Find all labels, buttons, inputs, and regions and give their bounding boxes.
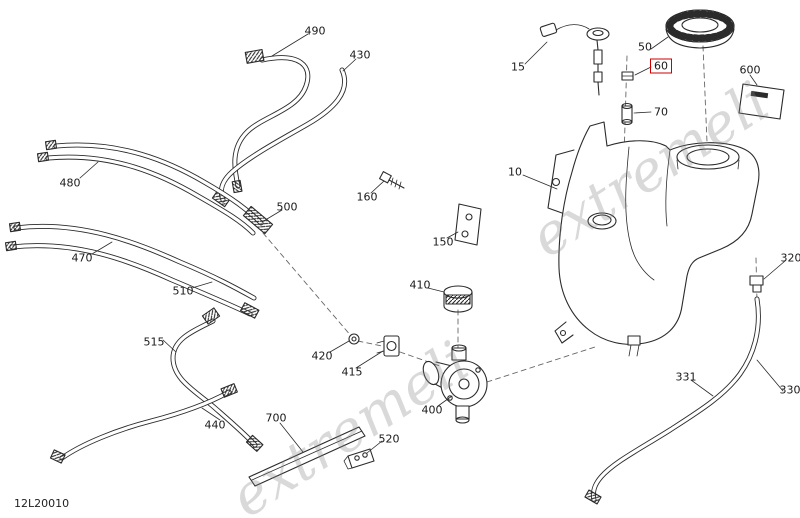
callout-400[interactable]: 400 (421, 403, 443, 417)
oil-pump-400 (422, 344, 488, 424)
callout-70[interactable]: 70 (654, 105, 668, 119)
hose-430 (211, 67, 348, 208)
callout-490[interactable]: 490 (304, 24, 326, 38)
callout-10[interactable]: 10 (508, 165, 522, 179)
nut-60 (621, 71, 634, 81)
strip-700 (248, 426, 366, 487)
hose-440 (49, 383, 238, 464)
diagram-code: 12L20010 (14, 497, 70, 510)
hose-330 (584, 296, 761, 505)
tank-small-cap (587, 212, 617, 230)
hose-470 (4, 221, 260, 319)
callout-330[interactable]: 330 (779, 383, 800, 397)
callout-160[interactable]: 160 (356, 190, 378, 204)
callout-480[interactable]: 480 (59, 176, 81, 190)
hose-515 (170, 307, 264, 452)
callout-500[interactable]: 500 (276, 200, 298, 214)
callout-420[interactable]: 420 (311, 349, 333, 363)
callout-331[interactable]: 331 (675, 370, 697, 384)
connector-500 (242, 205, 274, 235)
callout-15[interactable]: 15 (511, 60, 525, 74)
bracket-150 (454, 203, 482, 246)
callout-50[interactable]: 50 (638, 40, 652, 54)
grommet-420 (348, 333, 360, 345)
hose-480 (36, 139, 274, 236)
fitting-320 (749, 275, 764, 293)
hose-490 (231, 48, 311, 194)
callout-430[interactable]: 430 (349, 48, 371, 62)
bracket-520 (343, 448, 375, 470)
filler-cap-50 (665, 9, 735, 49)
fitting-70 (621, 102, 633, 126)
bolt-160 (379, 171, 405, 190)
decal-600 (738, 83, 785, 120)
callout-700[interactable]: 700 (265, 411, 287, 425)
callout-60[interactable]: 60 (650, 58, 672, 74)
leader-lines (79, 33, 786, 454)
oil-tank-10 (547, 121, 760, 357)
callout-440[interactable]: 440 (204, 418, 226, 432)
callout-415[interactable]: 415 (341, 365, 363, 379)
dipstick-15 (539, 22, 610, 96)
filler-neck (676, 144, 740, 170)
callout-150[interactable]: 150 (432, 235, 454, 249)
callout-600[interactable]: 600 (739, 63, 761, 77)
callout-470[interactable]: 470 (71, 251, 93, 265)
callout-515[interactable]: 515 (143, 335, 165, 349)
callout-410[interactable]: 410 (409, 278, 431, 292)
hose-510-end (240, 302, 260, 319)
callout-520[interactable]: 520 (378, 432, 400, 446)
callout-510[interactable]: 510 (172, 284, 194, 298)
callout-320[interactable]: 320 (780, 251, 800, 265)
